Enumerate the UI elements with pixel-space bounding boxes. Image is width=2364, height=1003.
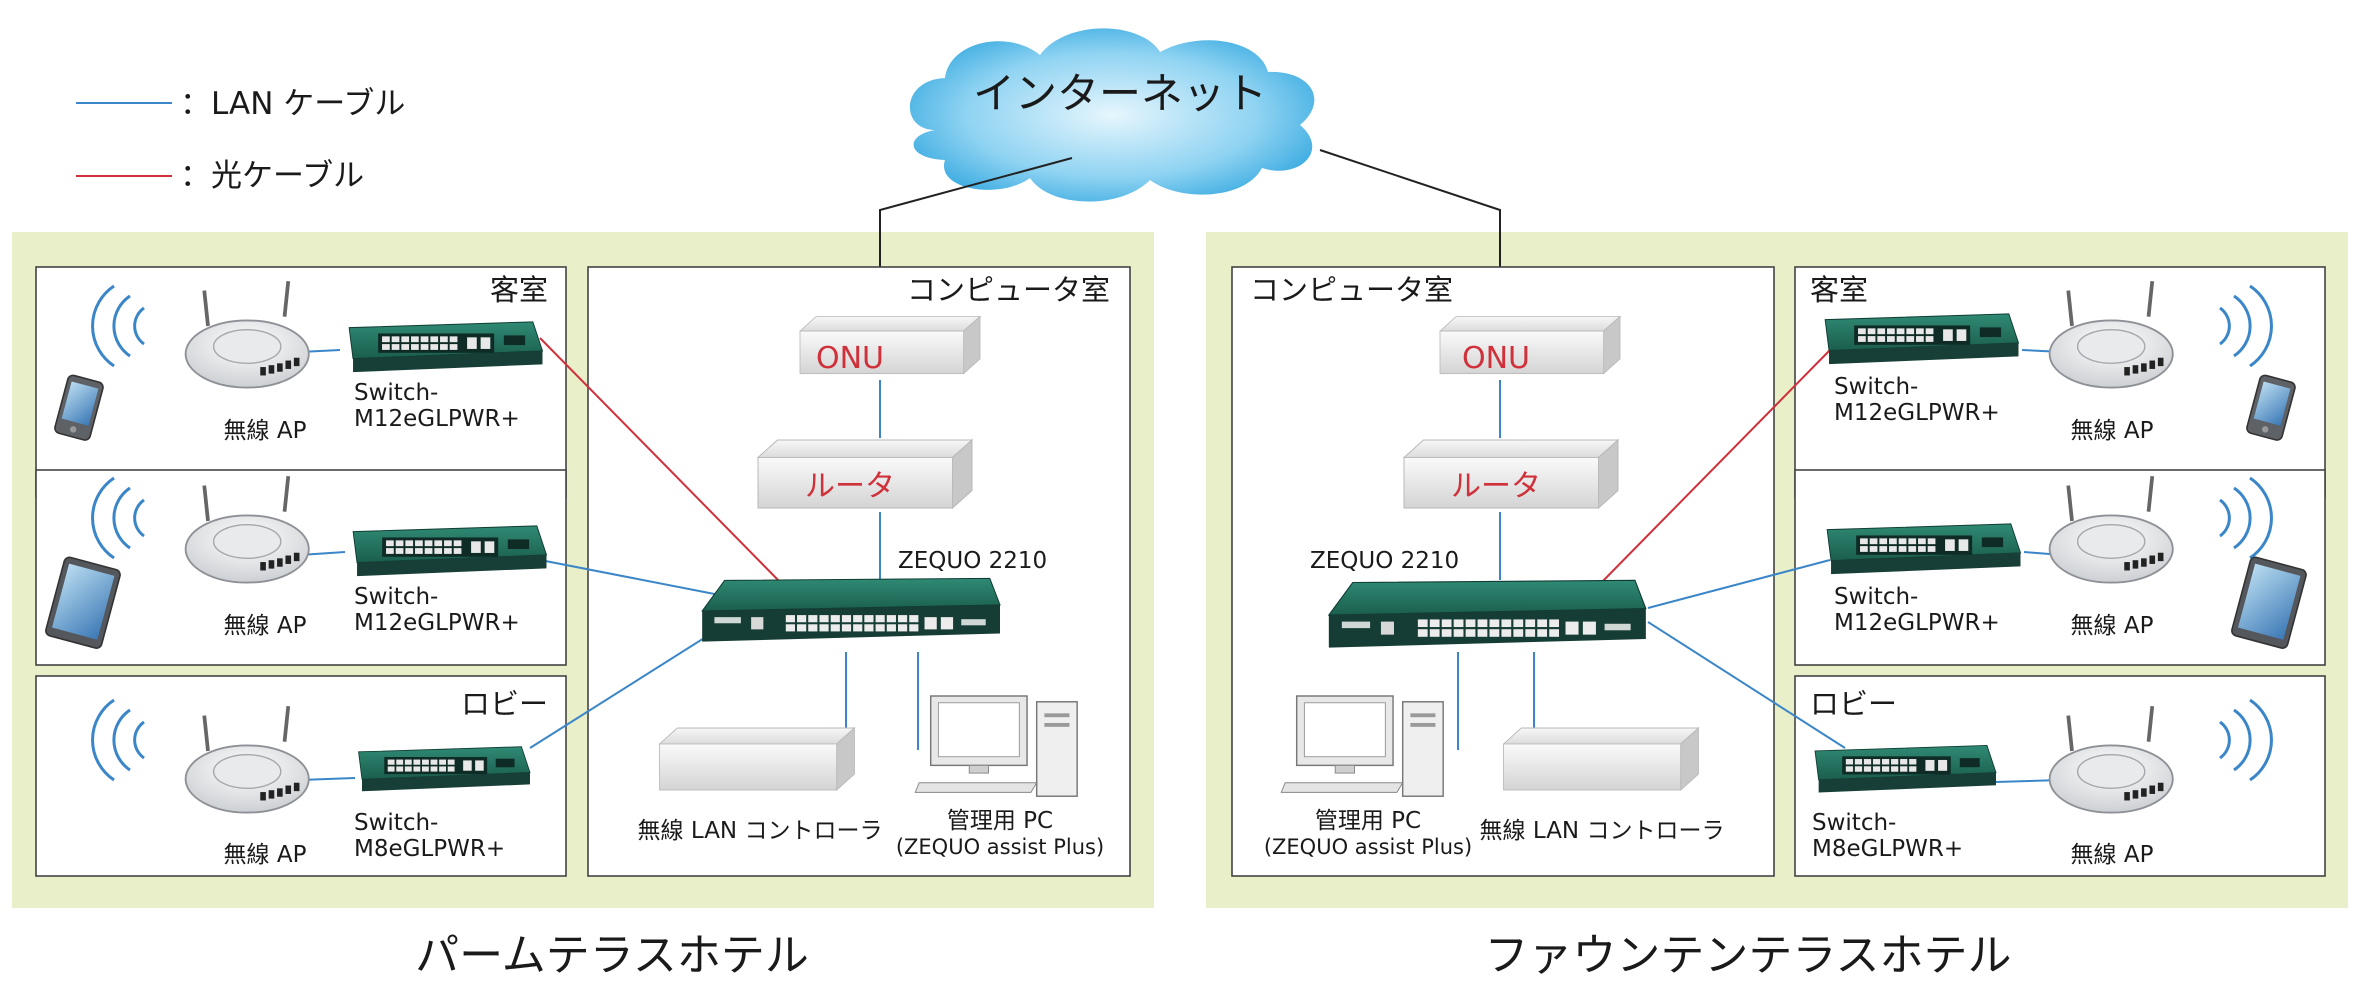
optical-cable [539,337,781,583]
room-box-guest-1 [35,266,567,498]
hotel-right: コンピュータ室 客室 ロビー ONU ルータ ZEQUO 2210 管理用 PC… [1231,266,2326,981]
computer-room-title: コンピュータ室 [907,273,1110,307]
switch-label: M12eGLPWR+ [1834,610,2000,636]
switch-label: Switch- [1834,374,1918,400]
wlc-device-icon [659,727,855,791]
router-label: ルータ [805,469,895,504]
edge-switch-icon [1814,744,1997,794]
switch-label: M12eGLPWR+ [1834,400,2000,426]
edge-switch-icon [352,525,547,577]
room-box-guest-1 [1794,266,2326,498]
core-switch-label: ZEQUO 2210 [1310,548,1459,574]
pc-label: 管理用 PC [1315,808,1421,834]
lan-cable [529,627,721,749]
room-title: ロビー [461,687,548,721]
pc-label: (ZEQUO assist Plus) [1264,835,1472,859]
lan-cable [1647,621,1846,749]
switch-label: Switch- [354,584,438,610]
lan-cable [1647,559,1831,609]
computer-room-title: コンピュータ室 [1250,273,1453,307]
edge-switch-icon [1826,523,2021,575]
legend-optical-label: ：光ケーブル [180,158,364,194]
wlc-label: 無線 LAN コントローラ [638,818,883,844]
room-title: 客室 [490,273,548,307]
lan-cable [529,557,736,599]
switch-label: M8eGLPWR+ [354,836,505,862]
core-switch-icon [1328,579,1647,649]
switch-label: Switch- [1834,584,1918,610]
switch-label: Switch- [354,810,438,836]
switch-label: Switch- [354,380,438,406]
wlc-label: 無線 LAN コントローラ [1480,818,1725,844]
hotel-left: 客室 ロビー コンピュータ室 無線 AP 無線 AP 無線 AP Switch-… [35,266,1131,981]
edge-switch-icon [348,321,543,373]
legend: ：LAN ケーブル ：光ケーブル [76,86,405,194]
core-switch-label: ZEQUO 2210 [898,548,1047,574]
legend-lan-label: ：LAN ケーブル [180,86,405,122]
internet-label: インターネット [973,69,1267,118]
ap-label: 無線 AP [2071,418,2154,444]
switch-label: Switch- [1812,810,1896,836]
wlc-device-icon [1503,727,1699,791]
onu-label: ONU [816,341,884,376]
edge-switch-icon [358,746,531,792]
switch-label: M12eGLPWR+ [354,406,520,432]
ap-label: 無線 AP [2071,842,2154,868]
room-title: 客室 [1810,273,1868,307]
ap-label: 無線 AP [224,613,307,639]
pc-label: (ZEQUO assist Plus) [896,835,1104,859]
switch-label: M12eGLPWR+ [354,610,520,636]
ap-label: 無線 AP [224,418,307,444]
switch-label: M8eGLPWR+ [1812,836,1963,862]
hotel-name: パームテラスホテル [415,930,809,981]
router-label: ルータ [1451,469,1541,504]
ap-label: 無線 AP [224,842,307,868]
hotel-name: ファウンテンテラスホテル [1484,930,2011,981]
optical-cable [1599,349,1831,585]
core-switch-icon [701,577,1001,643]
pc-label: 管理用 PC [947,808,1053,834]
onu-label: ONU [1462,341,1530,376]
ap-label: 無線 AP [2071,613,2154,639]
edge-switch-icon [1824,313,2019,365]
internet-cloud: インターネット [909,28,1315,202]
room-title: ロビー [1810,687,1897,721]
